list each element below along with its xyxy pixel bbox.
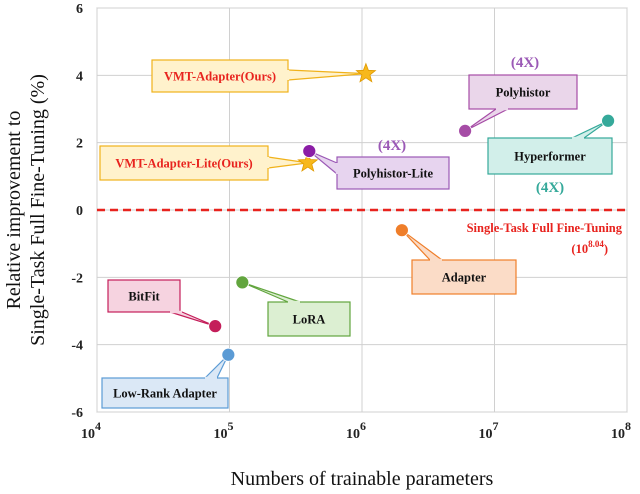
y-axis-title-line1: Relative improvement to — [3, 111, 25, 310]
reference-line-label: Single-Task Full Fine-Tuning — [467, 221, 623, 235]
callout-label-adapter: Adapter — [442, 271, 487, 285]
callout-box-polyhistor-lite — [336, 156, 450, 190]
callout-label-polyhistor-lite: Polyhistor-Lite — [353, 167, 434, 181]
annotation-hyperformer: (4X) — [536, 180, 564, 196]
data-point-hyperformer — [601, 113, 615, 128]
data-point-vmt-adapter-ours — [355, 62, 377, 83]
callout-label-vmt-adapter-lite-ours: VMT-Adapter-Lite(Ours) — [115, 157, 252, 171]
x-tick-label: 106 — [346, 419, 366, 442]
callout-box-hyperformer — [487, 137, 613, 175]
callout-box-bitfit — [107, 279, 181, 313]
y-axis-title-line2: Single-Task Full Fine-Tuning (%) — [27, 74, 49, 346]
y-tick-label: 4 — [76, 69, 83, 84]
y-tick-label: -2 — [71, 271, 83, 286]
x-tick-label: 108 — [611, 419, 631, 442]
callout-label-hyperformer: Hyperformer — [514, 150, 586, 164]
callout-box-adapter — [411, 259, 517, 295]
data-point-low-rank-adapter — [221, 347, 236, 362]
x-tick-label: 105 — [214, 419, 234, 442]
callout-box-vmt-adapter-lite-ours — [99, 145, 269, 181]
y-tick-label: 2 — [76, 137, 83, 152]
callout-box-vmt-adapter-ours — [151, 59, 289, 93]
reference-line-sublabel: (108.04) — [571, 239, 608, 256]
x-tick-label: 107 — [479, 419, 499, 442]
callout-box-lora — [267, 301, 351, 337]
data-point-vmt-adapter-lite-ours — [297, 151, 319, 172]
y-tick-label: -4 — [71, 339, 83, 354]
callout-label-low-rank-adapter: Low-Rank Adapter — [113, 387, 217, 401]
callout-label-bitfit: BitFit — [128, 290, 160, 304]
y-tick-label: -6 — [71, 406, 83, 421]
y-tick-label: 0 — [76, 204, 83, 219]
callout-box-polyhistor — [468, 74, 578, 110]
data-point-polyhistor — [458, 123, 473, 138]
annotation-polyhistor: (4X) — [511, 55, 539, 71]
callout-label-lora: LoRA — [293, 313, 326, 327]
data-point-bitfit — [208, 319, 223, 334]
data-point-polyhistor-lite — [302, 144, 317, 158]
data-point-lora — [235, 275, 250, 290]
x-axis-title: Numbers of trainable parameters — [231, 468, 494, 490]
y-tick-label: 6 — [76, 2, 83, 17]
x-tick-label: 104 — [81, 419, 101, 442]
data-point-adapter — [394, 223, 409, 238]
annotation-polyhistor-lite: (4X) — [378, 138, 406, 154]
callout-label-vmt-adapter-ours: VMT-Adapter(Ours) — [164, 70, 276, 84]
callout-box-low-rank-adapter — [101, 377, 229, 409]
callout-label-polyhistor: Polyhistor — [496, 86, 551, 100]
